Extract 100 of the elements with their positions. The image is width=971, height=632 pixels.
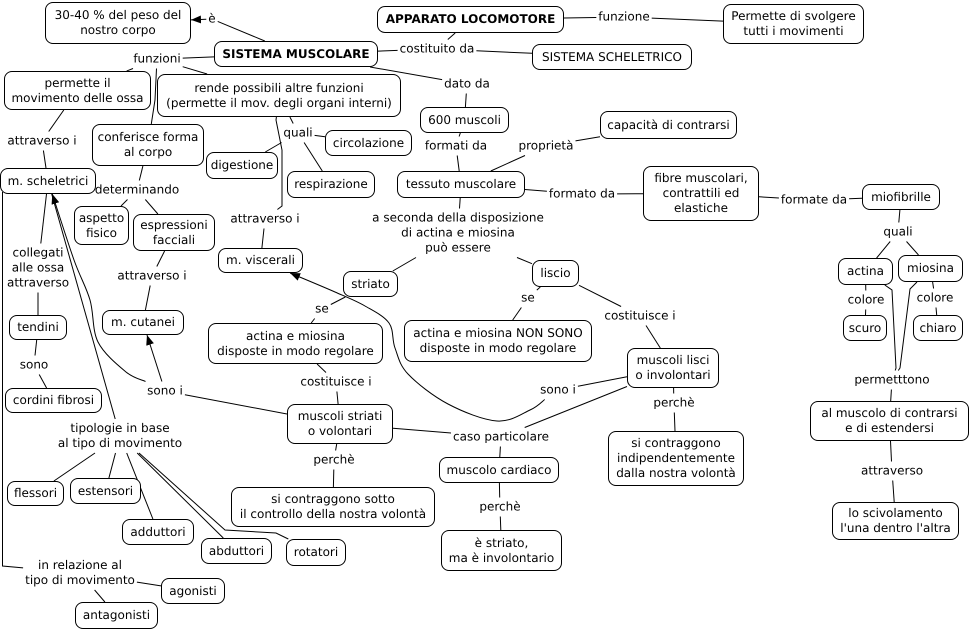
concept-box bbox=[102, 310, 184, 335]
arrow bbox=[146, 334, 162, 382]
concept-label: tessuto muscolare bbox=[406, 177, 516, 192]
connector-line bbox=[524, 386, 628, 428]
concept-label: miofibrille bbox=[871, 190, 931, 204]
connector-line bbox=[459, 198, 461, 209]
concept-box bbox=[723, 4, 864, 44]
concept-box bbox=[45, 2, 191, 44]
connector-line bbox=[264, 142, 282, 152]
linking-phrase: sono i bbox=[540, 382, 576, 398]
concept-label: tendini bbox=[17, 320, 59, 335]
concept-box bbox=[9, 315, 67, 340]
concept-box bbox=[913, 315, 963, 341]
connector-line bbox=[336, 391, 339, 404]
concept-box bbox=[7, 481, 64, 506]
concept-label: SISTEMA SCHELETRICO bbox=[542, 50, 682, 64]
concept-label: 600 muscoli bbox=[428, 112, 501, 128]
concept-box bbox=[608, 431, 744, 486]
concept-label: lo scivolamento l'una dentro l'altra bbox=[840, 506, 951, 536]
linking-phrase: attraverso i bbox=[230, 212, 300, 226]
linking-phrase: costituisce i bbox=[300, 374, 372, 390]
linking-phrase: in relazione al tipo di movimento bbox=[25, 558, 135, 588]
concept-label: respirazione bbox=[294, 177, 368, 192]
connector-line bbox=[144, 285, 151, 310]
connector-line bbox=[876, 241, 891, 258]
concept-box bbox=[92, 124, 204, 166]
concept-box bbox=[843, 315, 887, 341]
concept-box bbox=[439, 457, 559, 483]
concept-label: muscoli striati o volontari bbox=[298, 409, 382, 439]
concept-box bbox=[206, 152, 278, 179]
linking-phrase: attraverso bbox=[860, 464, 924, 478]
concept-label: digestione bbox=[210, 158, 274, 173]
concept-box bbox=[208, 323, 383, 364]
connector-line bbox=[40, 194, 47, 244]
connector-line bbox=[578, 284, 622, 307]
connector-line bbox=[314, 134, 326, 138]
concept-label: circolazione bbox=[332, 136, 404, 150]
concept-box bbox=[287, 171, 375, 198]
connector-line bbox=[906, 241, 919, 256]
connector-line bbox=[651, 18, 724, 22]
linking-phrase: determinando bbox=[94, 182, 180, 198]
concept-label: conferisce forma al corpo bbox=[98, 130, 198, 160]
concept-label: actina e miosina disposte in modo regolare bbox=[217, 328, 374, 358]
connector-line bbox=[476, 50, 532, 54]
connector-line bbox=[184, 394, 288, 414]
connector-line bbox=[136, 452, 224, 538]
connector-line bbox=[156, 250, 166, 267]
linking-phrase: a seconda della disposizione di actina e miosina può essere bbox=[372, 210, 544, 256]
connector-line bbox=[332, 469, 334, 488]
connector-line bbox=[674, 412, 676, 432]
concept-box bbox=[287, 404, 393, 444]
linking-phrase: attraverso i bbox=[7, 134, 77, 148]
connector-line bbox=[892, 480, 895, 502]
concept-label: al muscolo di contrarsi e di estendersi bbox=[821, 406, 958, 436]
connector-line bbox=[516, 257, 532, 264]
concept-label: si contraggono indipendentemente dalla nostra volontà bbox=[616, 436, 736, 481]
concept-label: antagonisti bbox=[82, 608, 150, 623]
concept-box bbox=[0, 168, 96, 194]
concept-box bbox=[286, 539, 346, 566]
concept-label: actina bbox=[847, 264, 884, 279]
concept-box bbox=[70, 478, 141, 504]
concept-box bbox=[441, 530, 562, 571]
concept-label: fibre muscolari, contrattili ed elastiche bbox=[654, 171, 748, 216]
connector-line bbox=[34, 340, 38, 356]
connector-line bbox=[261, 228, 264, 248]
connector-line bbox=[898, 282, 918, 371]
connector-line bbox=[447, 32, 456, 40]
connector-line bbox=[564, 17, 597, 18]
concept-label: 30-40 % del peso del nostro corpo bbox=[54, 8, 182, 38]
connector-line bbox=[458, 132, 461, 137]
connector-line bbox=[932, 282, 934, 289]
concept-label: m. cutanei bbox=[111, 315, 175, 330]
connector-line bbox=[138, 452, 289, 540]
concept-box bbox=[532, 44, 692, 70]
concept-box bbox=[532, 260, 579, 287]
connector-line bbox=[126, 452, 154, 520]
concept-box bbox=[133, 214, 215, 251]
arrow bbox=[52, 194, 146, 382]
concept-label: rotatori bbox=[294, 545, 338, 560]
concept-label: actina e miosina NON SONO disposte in modo regolare bbox=[413, 326, 583, 356]
linking-phrase: funzioni bbox=[133, 52, 181, 66]
connector-line bbox=[144, 199, 158, 214]
linking-phrase: collegati alle ossa attraverso bbox=[6, 246, 70, 290]
connector-line bbox=[673, 388, 674, 394]
connector-line bbox=[865, 309, 866, 316]
connector-line bbox=[182, 66, 208, 74]
connector-line bbox=[392, 257, 416, 272]
concept-label: muscolo cardiaco bbox=[446, 462, 552, 478]
concept-label: cordini fibrosi bbox=[12, 393, 94, 408]
concept-label: striato bbox=[351, 276, 390, 292]
linking-phrase: costituisce i bbox=[604, 308, 676, 324]
concept-box bbox=[862, 184, 940, 210]
connector-line bbox=[456, 155, 460, 172]
connector-line bbox=[182, 56, 214, 59]
linking-phrase: attraverso i bbox=[117, 268, 187, 284]
linking-phrase: costituito da bbox=[400, 42, 474, 56]
connector-line bbox=[577, 376, 628, 387]
concept-box bbox=[420, 107, 509, 133]
concept-label: adduttori bbox=[130, 524, 186, 540]
connector-line bbox=[108, 452, 116, 478]
